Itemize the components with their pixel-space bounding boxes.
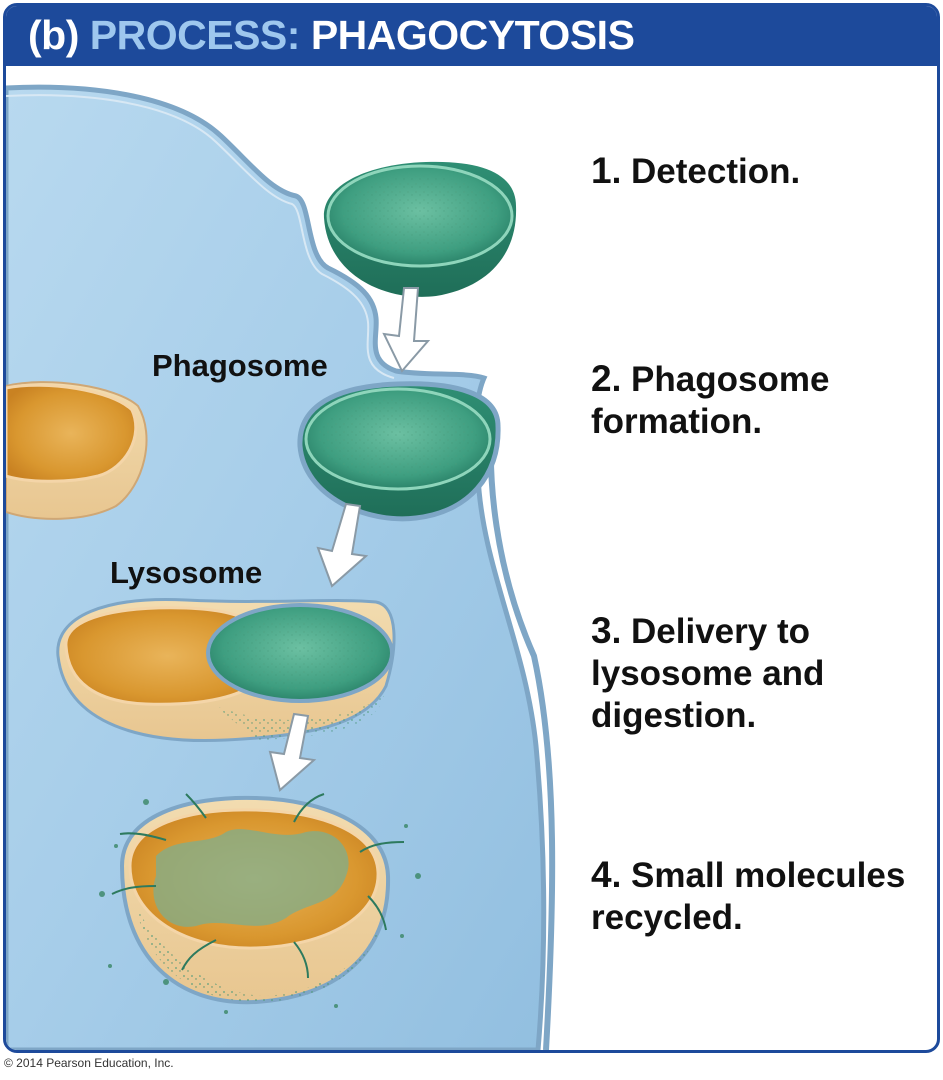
cell-cytoplasm bbox=[6, 84, 547, 1050]
step-1-number: 1 bbox=[591, 150, 612, 191]
arrow-digestion-to-recycling bbox=[268, 712, 317, 792]
process-label: PROCESS: bbox=[89, 12, 301, 58]
bacterium-detection bbox=[323, 161, 517, 297]
step-2-number: 2 bbox=[591, 358, 612, 399]
step-2: 2. Phagosome formation. bbox=[591, 358, 829, 443]
process-name: PHAGOCYTOSIS bbox=[310, 12, 635, 58]
step-2-line1: . Phagosome bbox=[611, 360, 830, 399]
part-label: (b) bbox=[28, 12, 79, 58]
lysosome-fusion bbox=[56, 598, 396, 742]
copyright-notice: © 2014 Pearson Education, Inc. bbox=[4, 1056, 174, 1070]
step-4-number: 4 bbox=[591, 854, 612, 895]
step-1: 1. Detection. bbox=[591, 150, 800, 193]
label-phagosome: Phagosome bbox=[152, 348, 328, 383]
lysosome-left bbox=[6, 381, 148, 520]
figure-title: (b) PROCESS: PHAGOCYTOSIS bbox=[28, 12, 635, 59]
figure-frame: Phagosome Lysosome (b) PROCESS: PHAGOCYT… bbox=[3, 3, 940, 1053]
step-3-line1: . Delivery to bbox=[611, 612, 810, 651]
label-lysosome: Lysosome bbox=[110, 555, 262, 590]
step-4-line1: . Small molecules bbox=[611, 856, 906, 895]
phagosome-vesicle bbox=[297, 381, 501, 522]
step-3-line3: digestion. bbox=[591, 696, 757, 735]
step-2-line2: formation. bbox=[591, 402, 763, 441]
step-3-line2: lysosome and bbox=[591, 654, 825, 693]
arrow-detection-to-phagosome bbox=[382, 287, 431, 373]
title-bar: (b) PROCESS: PHAGOCYTOSIS bbox=[6, 6, 937, 66]
step-3: 3. Delivery to lysosome and digestion. bbox=[591, 610, 824, 737]
step-3-number: 3 bbox=[591, 610, 612, 651]
step-4-line2: recycled. bbox=[591, 898, 743, 937]
step-4: 4. Small molecules recycled. bbox=[591, 854, 905, 939]
arrow-phagosome-to-lysosome bbox=[316, 502, 369, 588]
phagocytosis-illustration: Phagosome Lysosome bbox=[6, 84, 556, 1050]
step-1-line1: . Detection. bbox=[611, 152, 801, 191]
lysosome-digesting bbox=[99, 793, 421, 1014]
